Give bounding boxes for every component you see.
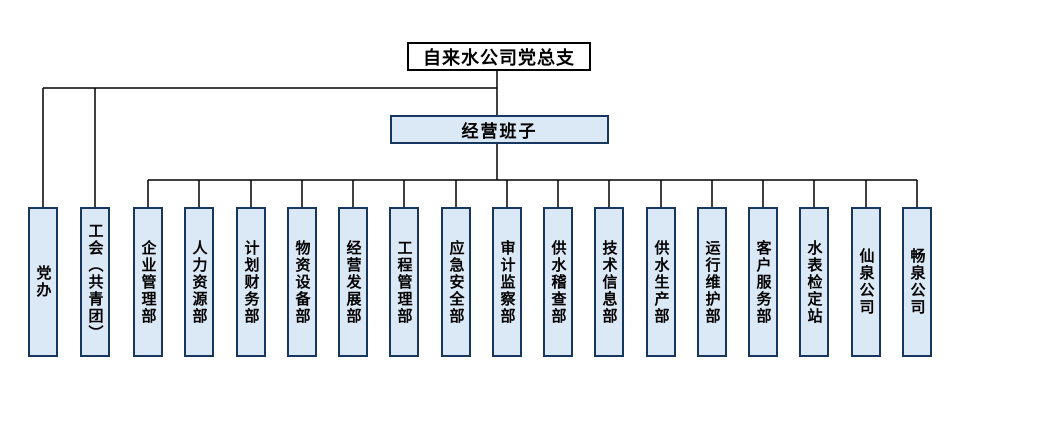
node-engineering-management: 工程管理部	[389, 207, 419, 357]
node-human-resources: 人力资源部	[184, 207, 214, 357]
node-xianquan-company: 仙泉公司	[851, 207, 881, 357]
node-customer-service: 客户服务部	[748, 207, 778, 357]
node-tech-information: 技术信息部	[594, 207, 624, 357]
node-operation-maintenance: 运行维护部	[697, 207, 727, 357]
node-enterprise-management: 企业管理部	[133, 207, 163, 357]
node-materials-equipment: 物资设备部	[287, 207, 317, 357]
node-labor-union: 工会（共青团）	[80, 207, 110, 357]
node-business-development: 经营发展部	[338, 207, 368, 357]
node-water-production: 供水生产部	[646, 207, 676, 357]
node-emergency-safety: 应急安全部	[441, 207, 471, 357]
root-node: 自来水公司党总支	[407, 42, 591, 71]
management-node: 经营班子	[390, 115, 609, 144]
node-planning-finance: 计划财务部	[236, 207, 266, 357]
node-party-office: 党办	[28, 207, 58, 357]
node-meter-verification: 水表检定站	[799, 207, 829, 357]
node-water-inspection: 供水稽查部	[543, 207, 573, 357]
node-audit-supervision: 审计监察部	[492, 207, 522, 357]
node-changquan-company: 畅泉公司	[902, 207, 932, 357]
